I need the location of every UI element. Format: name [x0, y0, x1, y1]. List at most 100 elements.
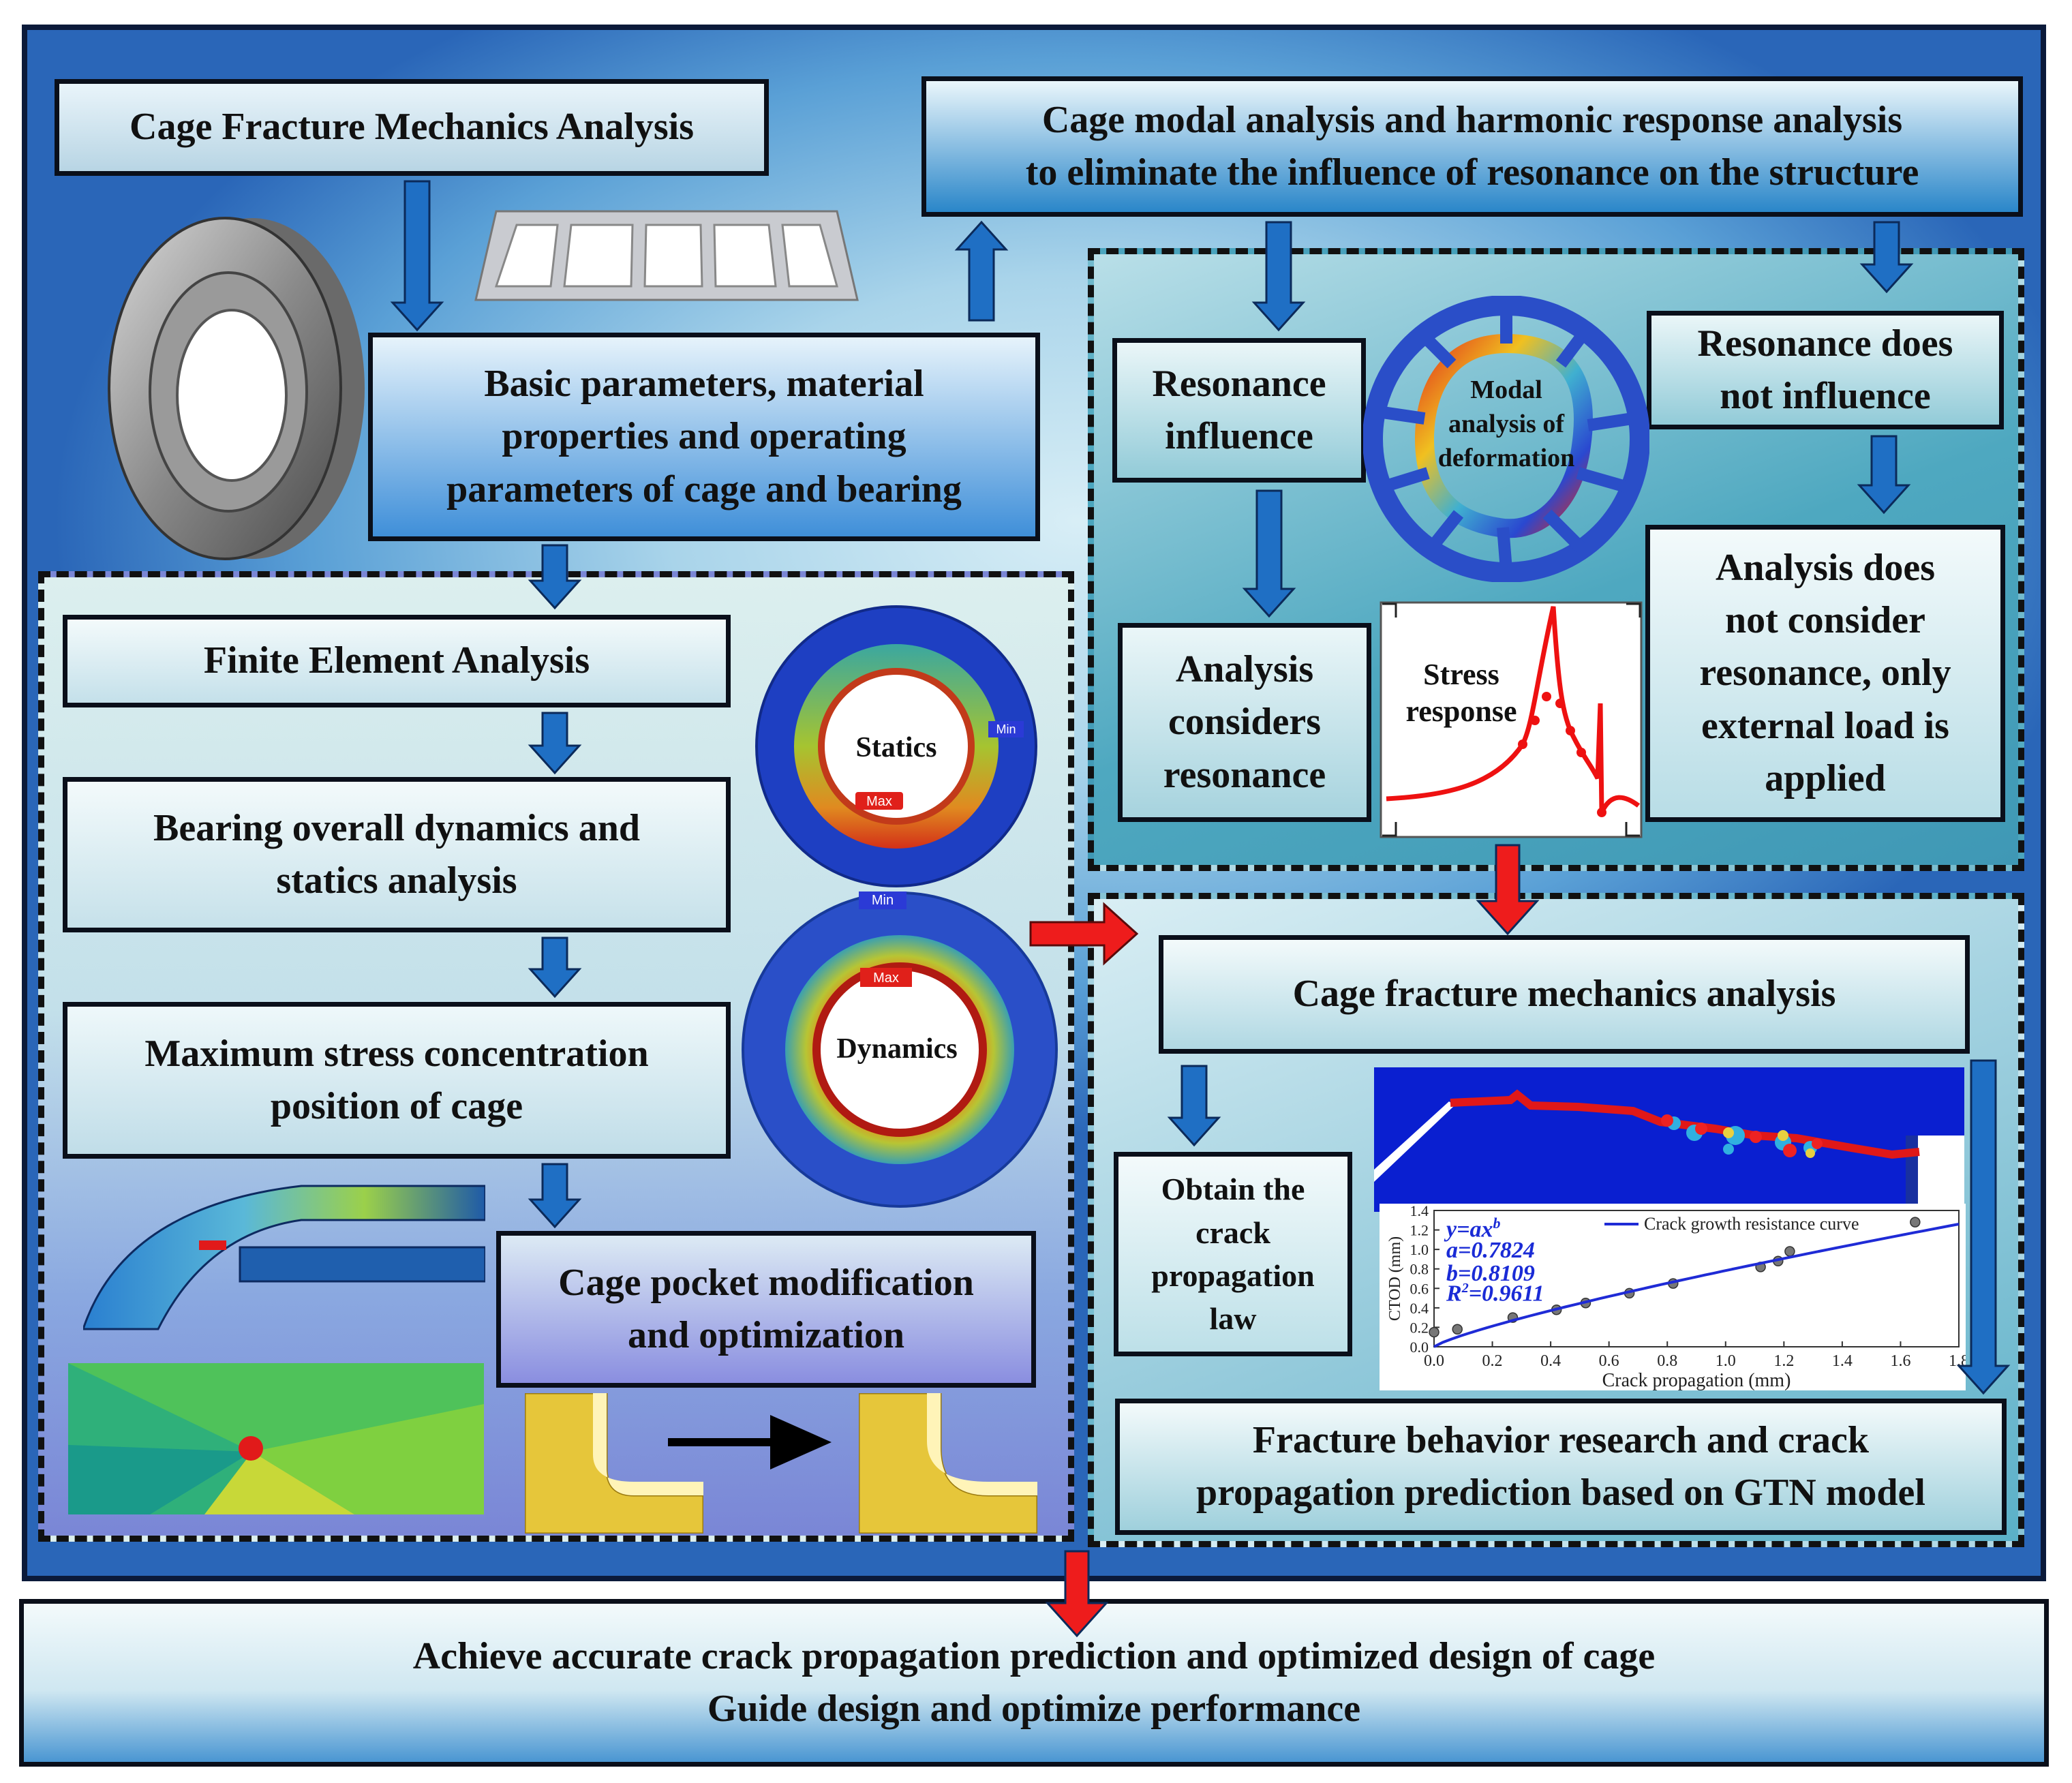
- x-tick-label: 1.0: [1716, 1352, 1736, 1370]
- y-tick-label: 1.2: [1410, 1222, 1429, 1239]
- ctod-chart: 0.0 0.2 0.4 0.6 0.8 1.0 1.2 1.4 1.6 1.8 0.0 0.2 0.4 0…: [1386, 1204, 1966, 1390]
- statics-label: Statics: [856, 732, 937, 763]
- pocket-before: [525, 1393, 703, 1534]
- x-tick-label: 1.2: [1773, 1352, 1794, 1370]
- x-tick-label: 0.0: [1424, 1352, 1444, 1370]
- transform-arrow: [668, 1415, 832, 1469]
- bearing-illustration: [108, 217, 365, 560]
- gtn-line: Fracture behavior research and crack: [1252, 1418, 1870, 1461]
- notconsider-line: resonance, only: [1699, 652, 1951, 695]
- modal-deformation-ring: Modal analysis of deformation: [1363, 296, 1649, 582]
- cfm-analysis-text: Cage fracture mechanics analysis: [1292, 973, 1836, 1016]
- res-not-line: not influence: [1720, 375, 1931, 417]
- y-tick-label: 1.0: [1410, 1241, 1429, 1258]
- res-inf-line: Resonance: [1152, 362, 1326, 405]
- fit-b: b=0.8109: [1446, 1261, 1535, 1286]
- notconsider-line: Analysis does: [1715, 546, 1936, 589]
- maxstress-line: position of cage: [270, 1085, 523, 1127]
- res-not-line: Resonance does: [1697, 322, 1953, 365]
- final-box: Achieve accurate crack propagation predi…: [19, 1599, 2049, 1767]
- consider-line: considers: [1168, 701, 1321, 744]
- dynamics-max-label: Max: [873, 971, 899, 986]
- final-line: Achieve accurate crack propagation predi…: [412, 1634, 1656, 1677]
- consider-line: resonance: [1163, 753, 1326, 796]
- dynamics-label: Dynamics: [836, 1033, 957, 1065]
- not-consider-resonance-box: Analysis does not consider resonance, on…: [1645, 525, 2005, 822]
- statics-min-label: Min: [996, 722, 1016, 736]
- eq-base: y=ax: [1446, 1217, 1493, 1243]
- dynamics-ring: Min Max Dynamics: [742, 892, 1058, 1208]
- r2-exp: 2: [1461, 1281, 1469, 1296]
- notconsider-line: applied: [1765, 757, 1886, 799]
- overall-line: Bearing overall dynamics and: [153, 806, 641, 849]
- y-tick-label: 0.0: [1410, 1339, 1429, 1356]
- cage-stress-section: [83, 1185, 485, 1330]
- modal-label-line: Modal: [1470, 376, 1542, 404]
- x-tick-label: 0.4: [1540, 1352, 1561, 1370]
- resonance-not-influence-box: Resonance does not influence: [1647, 311, 2004, 429]
- obtain-line: propagation: [1151, 1258, 1315, 1293]
- y-tick-label: 0.2: [1410, 1319, 1429, 1336]
- y-tick-label: 0.8: [1410, 1261, 1429, 1278]
- r2-value: =0.9611: [1468, 1281, 1544, 1307]
- data-point: [1452, 1324, 1463, 1335]
- fit-a: a=0.7824: [1446, 1238, 1535, 1263]
- stress-contour: [68, 1363, 484, 1514]
- obtain-line: crack: [1195, 1215, 1270, 1250]
- cfm-title-box: Cage Fracture Mechanics Analysis: [55, 79, 769, 176]
- pocket-line: and optimization: [627, 1314, 905, 1356]
- obtain-line: law: [1209, 1301, 1257, 1337]
- modal-label-line: deformation: [1438, 444, 1575, 472]
- maxstress-line: Maximum stress concentration: [144, 1032, 649, 1075]
- x-tick-label: 1.6: [1890, 1352, 1910, 1370]
- modal-line: to eliminate the influence of resonance …: [1025, 151, 1919, 194]
- fit-curve: [1433, 1223, 1960, 1348]
- fea-text: Finite Element Analysis: [203, 639, 590, 682]
- modal-label-line: analysis of: [1448, 410, 1565, 438]
- modal-analysis-box: Cage modal analysis and harmonic respons…: [921, 76, 2023, 217]
- basic-params-line: parameters of cage and bearing: [446, 468, 962, 510]
- stress-label-line: response: [1406, 695, 1517, 728]
- x-tick-label: 0.8: [1657, 1352, 1677, 1370]
- final-line: Guide design and optimize performance: [707, 1688, 1361, 1730]
- cfm-title-text: Cage Fracture Mechanics Analysis: [130, 106, 694, 149]
- x-tick-label: 1.8: [1949, 1352, 1966, 1370]
- data-point: [1784, 1246, 1795, 1257]
- eq-exp: b: [1493, 1215, 1501, 1232]
- basic-params-line: properties and operating: [502, 415, 906, 458]
- cage-frame-illustration: [474, 210, 859, 301]
- x-tick-label: 1.4: [1832, 1352, 1853, 1370]
- consider-line: Analysis: [1175, 648, 1314, 691]
- cfm-analysis-box: Cage fracture mechanics analysis: [1159, 935, 1970, 1054]
- statics-ring: Max Min Statics: [755, 605, 1037, 887]
- gtn-line: propagation prediction based on GTN mode…: [1196, 1472, 1925, 1514]
- max-stress-box: Maximum stress concentration position of…: [63, 1002, 731, 1159]
- basic-params-line: Basic parameters, material: [484, 363, 924, 406]
- pocket-optimization-box: Cage pocket modification and optimizatio…: [496, 1231, 1036, 1388]
- resonance-influence-box: Resonance influence: [1112, 338, 1366, 483]
- x-tick-label: 0.2: [1482, 1352, 1503, 1370]
- gtn-box: Fracture behavior research and crack pro…: [1115, 1399, 2007, 1535]
- fit-equation: y=axb: [1446, 1216, 1500, 1241]
- y-axis-label: CTOD (mm): [1386, 1236, 1404, 1321]
- notconsider-line: external load is: [1701, 704, 1949, 747]
- modal-line: Cage modal analysis and harmonic respons…: [1041, 98, 1903, 141]
- overall-dynamics-box: Bearing overall dynamics and statics ana…: [63, 777, 731, 932]
- x-axis-label: Crack propagation (mm): [1602, 1370, 1791, 1390]
- notconsider-line: not consider: [1724, 599, 1925, 642]
- obtain-law-box: Obtain the crack propagation law: [1114, 1152, 1352, 1356]
- legend-label: Crack growth resistance curve: [1644, 1214, 1859, 1234]
- pocket-after: [859, 1393, 1037, 1534]
- statics-max-label: Max: [866, 794, 892, 809]
- pocket-line: Cage pocket modification: [558, 1261, 974, 1304]
- obtain-line: Obtain the: [1161, 1172, 1305, 1207]
- y-tick-label: 1.4: [1410, 1204, 1429, 1219]
- fea-box: Finite Element Analysis: [63, 615, 731, 707]
- y-tick-label: 0.4: [1410, 1300, 1429, 1317]
- stress-label-line: Stress: [1423, 658, 1499, 691]
- x-tick-label: 0.6: [1599, 1352, 1619, 1370]
- res-inf-line: influence: [1165, 415, 1313, 457]
- y-tick-label: 0.6: [1410, 1280, 1429, 1297]
- dynamics-min-label: Min: [872, 893, 894, 908]
- data-point: [1910, 1217, 1921, 1228]
